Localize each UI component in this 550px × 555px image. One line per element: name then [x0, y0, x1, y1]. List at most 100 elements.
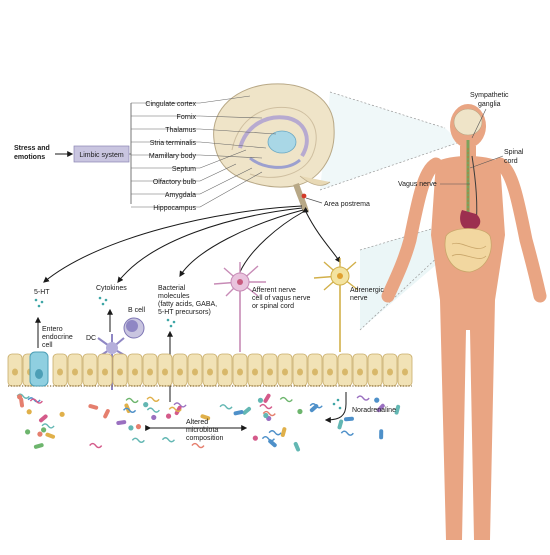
cell-nucleus	[57, 368, 63, 376]
bacterium	[19, 397, 25, 408]
bacterium	[116, 420, 127, 425]
bacterium	[131, 437, 145, 444]
cell-nucleus	[252, 368, 258, 376]
bacterium	[340, 430, 354, 436]
label-olfactory-bulb: Olfactory bulb	[153, 179, 196, 186]
cell-nucleus	[312, 368, 318, 376]
cell-nucleus	[12, 368, 18, 376]
bacterium	[146, 396, 160, 402]
cell-nucleus	[387, 368, 393, 376]
bacterium	[191, 442, 205, 449]
leader-line	[131, 171, 263, 208]
bacterium	[143, 402, 149, 408]
bacterium	[242, 406, 252, 415]
label-bacterial-2: molecules	[158, 293, 190, 300]
bacterium	[33, 443, 44, 449]
cell-nucleus	[162, 368, 168, 376]
noradrenaline-dots	[332, 398, 342, 410]
bacterium	[123, 407, 137, 414]
bacterium	[280, 427, 287, 437]
molecule-dots	[34, 296, 176, 328]
label-5ht: 5-HT	[34, 289, 50, 296]
bacterium	[259, 403, 273, 410]
leader-line	[131, 128, 277, 135]
bacterium	[337, 419, 344, 430]
bacterium	[279, 396, 293, 403]
label-entero-2: endocrine	[42, 334, 73, 341]
label-entero-1: Entero	[42, 326, 63, 333]
label-spinal-cord-1: Spinal	[504, 149, 524, 156]
label-stress-emotions-1: Stress and	[14, 145, 50, 152]
bacterium	[151, 414, 157, 421]
gut-microbiota	[16, 393, 401, 452]
bacterium	[37, 431, 43, 437]
cell-nucleus	[342, 368, 348, 376]
label-altered-1: Altered	[186, 419, 208, 426]
arrow-noradrenaline	[324, 392, 347, 423]
leader-line	[131, 115, 263, 119]
bacterium	[26, 409, 32, 415]
label-septum: Septum	[172, 166, 196, 173]
adrenergic-neuron	[313, 258, 359, 352]
cell-nucleus	[357, 368, 363, 376]
cell-nucleus	[177, 368, 183, 376]
cell-nucleus	[147, 368, 153, 376]
bacterium	[45, 432, 56, 439]
zoom-line	[329, 91, 446, 129]
bacterium	[374, 397, 380, 403]
label-amygdala: Amygdala	[165, 192, 196, 199]
bacterium	[174, 405, 182, 416]
bacterium	[200, 414, 211, 421]
bacterium	[88, 404, 99, 410]
cell-nucleus	[282, 368, 288, 376]
bacterium	[343, 416, 354, 422]
label-adrenergic-1: Adrenergic	[350, 287, 384, 294]
label-afferent-3: or spinal cord	[252, 303, 294, 310]
cell-nucleus	[132, 368, 138, 376]
enteroendocrine-cell	[29, 351, 49, 387]
pathway-arrows	[43, 205, 341, 283]
bacterium	[135, 424, 142, 430]
label-bacterial-1: Bacterial	[158, 285, 186, 292]
label-vagus-nerve: Vagus nerve	[398, 181, 437, 188]
label-thalamus: Thalamus	[165, 127, 196, 134]
bacterium	[293, 441, 301, 452]
bacterium	[25, 429, 31, 435]
label-altered-3: composition	[186, 435, 223, 442]
human-body-illustration	[381, 104, 547, 540]
leader-line	[131, 154, 263, 159]
b-cell	[123, 317, 145, 339]
label-sympathetic-ganglia-2: ganglia	[478, 101, 501, 108]
cell-nucleus	[102, 368, 108, 376]
label-afferent-1: Afferent nerve	[252, 287, 296, 294]
label-bacterial-4: 5-HT precursors)	[158, 309, 211, 316]
cell-nucleus	[267, 368, 273, 376]
label-stria-terminalis: Stria terminalis	[150, 140, 197, 147]
cell-nucleus	[192, 368, 198, 376]
leader-sympathetic	[471, 108, 487, 139]
bacterium	[376, 403, 385, 413]
label-fornix: Fornix	[177, 114, 197, 121]
label-dc: DC	[86, 335, 96, 342]
brain-illustration	[213, 83, 335, 213]
brain-leader-lines	[131, 95, 277, 208]
label-afferent-2: cell of vagus nerve	[252, 295, 310, 302]
bacterium	[263, 393, 271, 403]
bacterium	[161, 437, 176, 443]
label-bacterial-3: (fatty acids, GABA,	[158, 301, 217, 308]
bacterium	[257, 397, 264, 403]
bacterium	[39, 414, 48, 423]
label-sympathetic-ganglia-1: Sympathetic	[470, 92, 509, 99]
bacterium	[233, 410, 244, 416]
leader-area-postrema	[305, 197, 323, 204]
bacterium	[219, 404, 233, 410]
limbic-system-box	[73, 145, 130, 163]
label-mamillary-body: Mamillary body	[149, 153, 197, 160]
label-entero-3: cell	[42, 342, 53, 349]
bacterium	[173, 402, 187, 408]
bacterium	[261, 436, 275, 442]
cell-nucleus	[237, 368, 243, 376]
bacterium	[168, 406, 182, 413]
bacterium	[125, 397, 139, 404]
